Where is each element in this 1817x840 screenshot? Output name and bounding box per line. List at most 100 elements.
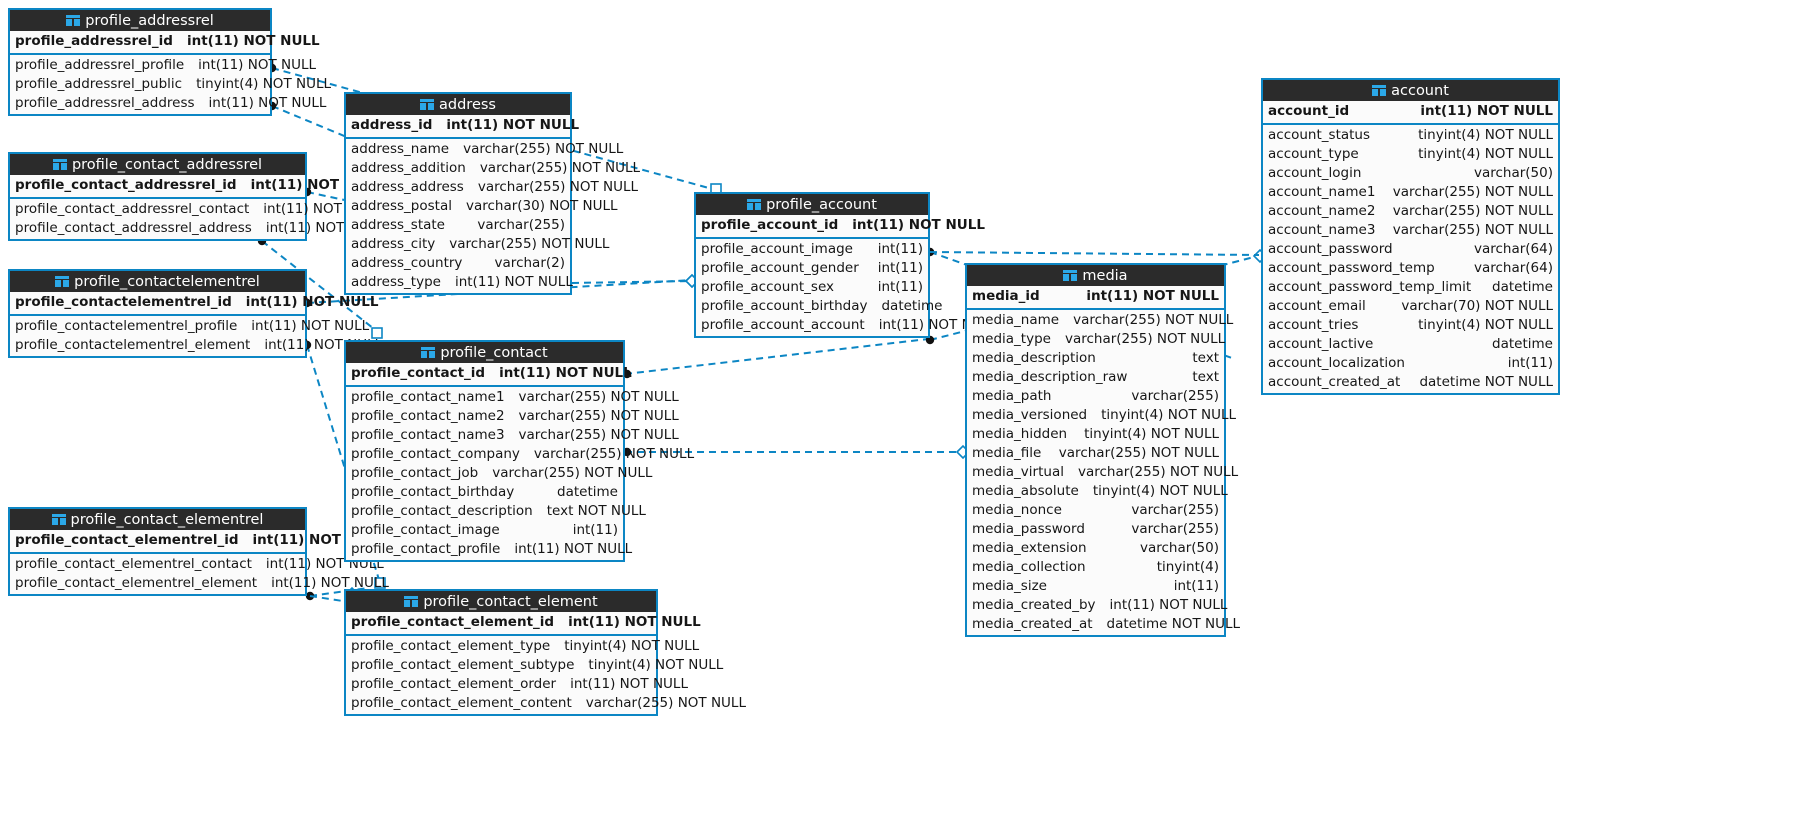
table-title: profile_contact_elementrel: [70, 511, 264, 528]
table-header-profile_addressrel[interactable]: profile_addressrel: [10, 10, 270, 31]
table-title: profile_contact: [440, 344, 548, 361]
table-profile_contact_elementrel[interactable]: profile_contact_elementrel profile_contac…: [8, 507, 389, 596]
table-header-media[interactable]: media: [967, 265, 1224, 286]
table-header-account[interactable]: account: [1263, 80, 1558, 101]
table-header-profile_account[interactable]: profile_account: [696, 194, 928, 215]
column-name: address_addition: [351, 160, 466, 176]
table-header-profile_contact_addressrel[interactable]: profile_contact_addressrel: [10, 154, 305, 175]
table-header-profile_contact_elementrel[interactable]: profile_contact_elementrel: [10, 509, 305, 530]
table-header-address[interactable]: address: [346, 94, 570, 115]
table-header-profile_contact_element[interactable]: profile_contact_element: [346, 591, 656, 612]
table-header-profile_contact[interactable]: profile_contact: [346, 342, 623, 363]
column-name: media_hidden: [972, 426, 1068, 442]
table-header-profile_contactelementrel[interactable]: profile_contactelementrel: [10, 271, 305, 292]
